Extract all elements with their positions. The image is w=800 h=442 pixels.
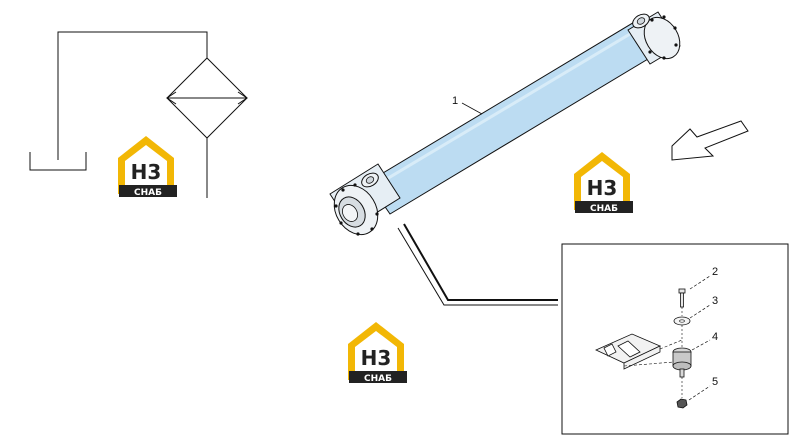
rubber-mount-part (672, 347, 692, 378)
callout-leader-2 (689, 275, 711, 290)
filter-arrow-left (166, 91, 177, 105)
left-end-flange (329, 163, 401, 236)
direction-arrow-icon (671, 120, 749, 161)
mounting-bracket (595, 333, 661, 370)
callout-leader-5 (688, 385, 711, 401)
logo-caption-text: СНАБ (134, 188, 162, 198)
nut-part (676, 398, 688, 409)
filter-arrow-right (237, 91, 248, 105)
watermark-logo: Н3 СНАБ (118, 136, 177, 198)
washer-part (673, 316, 691, 326)
detail-leader-line (397, 227, 558, 306)
watermark-logo: Н3 СНАБ (348, 322, 407, 384)
logo-mark-text: Н3 (361, 346, 392, 370)
callout-label-2: 2 (712, 266, 718, 278)
filter-schematic (29, 31, 248, 198)
logo-caption-text: СНАБ (590, 204, 618, 214)
callout-label-4: 4 (712, 331, 718, 343)
schematic-supply-line (57, 31, 208, 160)
tank-symbol (29, 152, 87, 171)
logo-mark-text: Н3 (131, 160, 162, 184)
callout-label-1: 1 (452, 95, 458, 107)
watermark-logo: Н3 СНАБ (574, 152, 633, 214)
logo-mark-text: Н3 (587, 176, 618, 200)
callout-leader-1 (461, 102, 483, 115)
right-end-flange (627, 11, 681, 65)
callout-label-3: 3 (712, 295, 718, 307)
detail-inset: 2 3 4 5 (561, 243, 789, 435)
logo-caption-text: СНАБ (364, 374, 392, 384)
callout-label-5: 5 (712, 376, 718, 388)
tube-assembly (329, 11, 681, 236)
callout-leader-4 (691, 339, 711, 351)
callout-leader-3 (689, 304, 711, 319)
